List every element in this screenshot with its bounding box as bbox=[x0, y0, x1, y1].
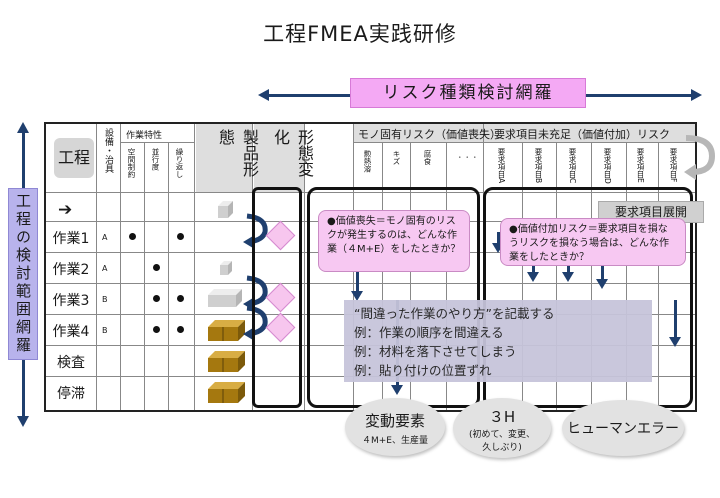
arrow-left-icon bbox=[258, 89, 269, 101]
example-line-1: 例：作業の順序を間違える bbox=[354, 325, 504, 340]
example-heading: “間違った作業のやり方”を記載する bbox=[354, 306, 555, 321]
characteristic-dot bbox=[153, 264, 160, 271]
req-col-f: 要求項目F bbox=[669, 148, 678, 183]
equipment-header: 設備・治具 bbox=[103, 128, 113, 173]
product-form-header: 製品形態 bbox=[216, 129, 259, 177]
curve-arrow-icon bbox=[243, 213, 268, 248]
work-characteristic-header: 作業特性 bbox=[126, 131, 163, 141]
req-col-d: 要求項目D bbox=[603, 148, 612, 184]
part-small-icon bbox=[220, 261, 232, 275]
down-arrow-icon bbox=[527, 264, 539, 282]
arrow-down-icon bbox=[17, 416, 29, 427]
parallelism-header: 並行度 bbox=[151, 148, 160, 171]
human-error-oval: ヒューマンエラー bbox=[562, 400, 684, 456]
form-change-frame bbox=[252, 187, 302, 408]
process-header: 工程 bbox=[54, 138, 94, 178]
arrow-up-icon bbox=[17, 122, 29, 133]
characteristic-dot bbox=[177, 233, 184, 240]
human-error-label: ヒューマンエラー bbox=[567, 421, 679, 437]
space-constraint-header: 空間制約 bbox=[127, 148, 136, 178]
down-arrow-icon bbox=[562, 264, 574, 282]
example-line-3: 例：貼り付けの位置ずれ bbox=[354, 363, 492, 378]
row-label-3: 作業3 bbox=[52, 293, 90, 309]
assembly-icon bbox=[208, 320, 245, 341]
down-arrow-icon bbox=[596, 264, 608, 289]
intrinsic-risk-header: モノ固有リスク（価値喪失） bbox=[358, 128, 501, 141]
row-label-1: 作業1 bbox=[52, 231, 90, 247]
equipment-mark-1: A bbox=[102, 233, 108, 242]
example-line-2: 例：材料を落下させてしまう bbox=[354, 344, 517, 359]
variation-factor-title: 変動要素 bbox=[364, 412, 425, 430]
page-title: 工程FMEA実践研修 bbox=[263, 22, 457, 46]
down-arrow-icon bbox=[669, 300, 681, 347]
req-col-b: 要求項目B bbox=[534, 148, 543, 184]
expand-curve-arrow-icon bbox=[684, 135, 716, 180]
fmea-table: 工程 設備・治具 作業特性 空間制約 並行度 繰り返し 製品形態 形態変化 モノ… bbox=[44, 122, 697, 412]
curve-arrow-icon bbox=[243, 305, 268, 340]
down-arrow-icon bbox=[492, 232, 504, 253]
process-scope-label: 工程の検討範囲網羅 bbox=[8, 188, 38, 360]
repetition-header: 繰り返し bbox=[175, 148, 184, 178]
three-h-sub-1: (初めて、変更、 bbox=[468, 430, 536, 440]
example-box: “間違った作業のやり方”を記載する 例：作業の順序を間違える 例：材料を落下させ… bbox=[344, 300, 652, 382]
inspection-part-icon bbox=[208, 351, 245, 372]
requirement-expand-label: 要求項目展開 bbox=[598, 201, 704, 223]
mono-col-2: キズ bbox=[392, 150, 401, 165]
req-col-a: 要求項目A bbox=[497, 148, 506, 184]
part-flat-icon bbox=[208, 289, 242, 307]
stagnation-part-icon bbox=[208, 382, 245, 403]
three-h-oval: ３H (初めて、変更、 久しぶり) bbox=[453, 398, 551, 458]
row-label-6: 停滞 bbox=[57, 386, 85, 402]
req-col-c: 要求項目C bbox=[568, 148, 577, 184]
mono-col-3: 腐食 bbox=[423, 150, 432, 165]
row-label-4: 作業4 bbox=[52, 324, 90, 340]
characteristic-dot bbox=[177, 326, 184, 333]
requirement-risk-header: 要求項目未充足（価値付加）リスク bbox=[494, 128, 670, 141]
equipment-mark-2: A bbox=[102, 264, 108, 273]
risk-scope-label: リスク種類検討網羅 bbox=[350, 78, 586, 108]
row-label-5: 検査 bbox=[57, 355, 85, 371]
arrow-right-icon bbox=[691, 89, 702, 101]
variation-factor-sub: ４M+E、生産量 bbox=[362, 436, 428, 446]
equipment-mark-3: B bbox=[102, 295, 108, 304]
form-change-header: 形態変化 bbox=[271, 129, 314, 177]
mono-col-4: ・・・ bbox=[456, 153, 479, 162]
characteristic-dot bbox=[153, 326, 160, 333]
flow-arrow-icon: ➔ bbox=[58, 200, 73, 220]
mono-col-1: 勲熱溶 bbox=[363, 150, 372, 173]
characteristic-dot bbox=[129, 233, 136, 240]
requirement-risk-bubble: ●価値付加リスク＝要求項目を損なうリスクを損なう場合は、どんな作業をしたときか？ bbox=[500, 218, 686, 266]
intrinsic-risk-bubble: ●価値喪失＝モノ固有のリスクが発生するのは、どんな作業（４M+E）をしたときか？ bbox=[318, 210, 470, 272]
characteristic-dot bbox=[153, 295, 160, 302]
row-label-2: 作業2 bbox=[52, 262, 90, 278]
three-h-title: ３H bbox=[488, 408, 516, 426]
part-blank-icon bbox=[218, 201, 233, 218]
three-h-sub-2: 久しぶり) bbox=[482, 443, 522, 453]
down-arrow-icon bbox=[351, 270, 363, 301]
equipment-mark-4: B bbox=[102, 326, 108, 335]
characteristic-dot bbox=[177, 295, 184, 302]
variation-factor-oval: 変動要素 ４M+E、生産量 bbox=[345, 398, 445, 456]
req-col-e: 要求項目E bbox=[636, 148, 645, 183]
